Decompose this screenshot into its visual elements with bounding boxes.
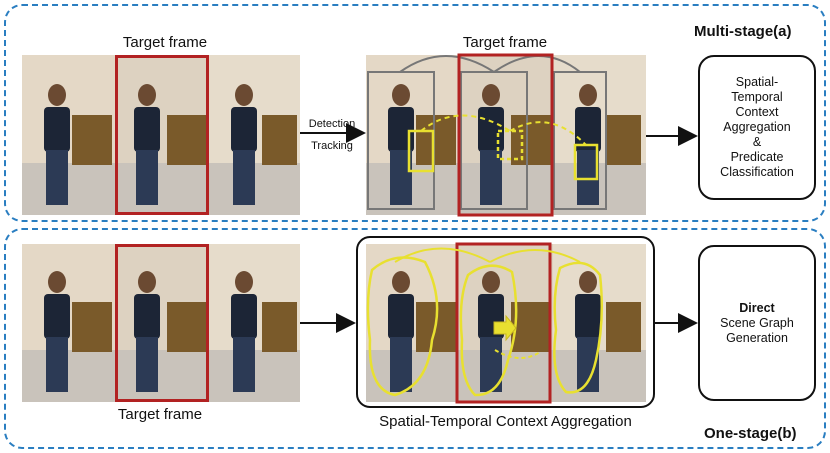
target-frame-label-a-right: Target frame <box>462 34 548 51</box>
multi-stage-panel <box>4 4 826 222</box>
target-frame-label-a-left: Target frame <box>122 34 208 51</box>
detection-label: Detection <box>308 118 356 130</box>
aggregation-caption: Spatial-Temporal Context Aggregation <box>379 413 632 430</box>
one-stage-panel <box>4 228 826 449</box>
video-frames-a-right <box>366 55 646 215</box>
target-box-a-left <box>115 55 209 215</box>
multi-stage-result-box: Spatial- Temporal Context Aggregation & … <box>698 55 816 200</box>
result-a-line-6: Classification <box>720 165 794 179</box>
video-frames-b-left <box>22 244 300 402</box>
video-frames-a-left <box>22 55 300 215</box>
result-a-line-0: Spatial- <box>735 75 779 89</box>
result-a-line-1: Temporal <box>731 90 783 104</box>
multi-stage-label: Multi-stage(a) <box>694 23 792 40</box>
target-box-b-left <box>115 244 209 402</box>
result-a-line-4: & <box>752 135 762 149</box>
one-stage-label: One-stage(b) <box>704 425 797 442</box>
result-b-bold: Direct <box>739 300 775 315</box>
result-b-line-0: Scene Graph <box>720 315 794 330</box>
result-a-line-3: Aggregation <box>723 120 791 134</box>
result-a-line-2: Context <box>735 105 779 119</box>
one-stage-result-box: Direct Scene Graph Generation <box>698 245 816 401</box>
aggregation-box <box>356 236 655 408</box>
target-frame-label-b: Target frame <box>117 406 203 423</box>
tracking-label: Tracking <box>311 140 353 152</box>
result-b-line-1: Generation <box>726 330 788 345</box>
video-frames-b-right <box>366 244 646 402</box>
result-a-line-5: Predicate <box>730 150 784 164</box>
